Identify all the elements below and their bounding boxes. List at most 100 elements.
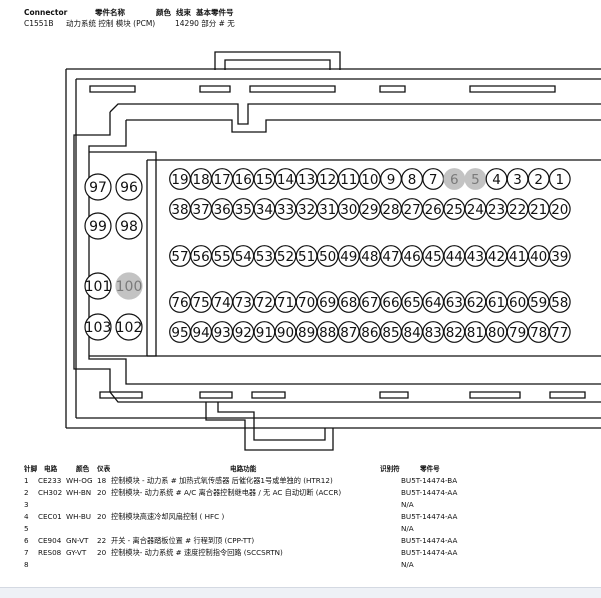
pin-83: 83 bbox=[422, 321, 445, 343]
pin-label: 33 bbox=[277, 202, 294, 218]
pin-label: 55 bbox=[214, 249, 231, 265]
pin-68: 68 bbox=[337, 291, 360, 313]
pin-9: 9 bbox=[380, 168, 402, 190]
pin-19: 19 bbox=[169, 168, 191, 190]
pin-label: 98 bbox=[120, 219, 138, 235]
pin-label: 46 bbox=[404, 249, 421, 265]
pin-label: 59 bbox=[530, 295, 547, 311]
pin-92: 92 bbox=[232, 321, 255, 343]
pin-label: 18 bbox=[193, 172, 210, 188]
pin-label: 103 bbox=[85, 320, 112, 336]
pin-21: 21 bbox=[527, 198, 550, 220]
part-number: BU5T-14474-BA bbox=[401, 476, 458, 485]
part-name-value: 动力系统 控制 模块 (PCM) bbox=[66, 19, 156, 28]
pin-label: 52 bbox=[277, 249, 294, 265]
pin-label: 22 bbox=[509, 202, 526, 218]
pin-22: 22 bbox=[506, 198, 529, 220]
pin-60: 60 bbox=[506, 291, 529, 313]
pin-label: 73 bbox=[235, 295, 252, 311]
pin-label: 78 bbox=[530, 325, 547, 341]
pin-55: 55 bbox=[211, 245, 234, 267]
pin-47: 47 bbox=[380, 245, 402, 267]
pin-label: 75 bbox=[193, 295, 210, 311]
pin-label: 15 bbox=[256, 172, 273, 188]
pin-label: 82 bbox=[446, 325, 463, 341]
pin-8: 8 bbox=[401, 168, 424, 190]
pin-102: 102 bbox=[115, 313, 143, 341]
pin-57: 57 bbox=[169, 245, 191, 267]
pin-72: 72 bbox=[253, 291, 276, 313]
pin-label: 94 bbox=[193, 325, 210, 341]
pin-label: 72 bbox=[256, 295, 273, 311]
pin-label: 7 bbox=[429, 172, 438, 188]
pin-label: 17 bbox=[214, 172, 231, 188]
pin-circle bbox=[84, 272, 112, 300]
pin-label: 62 bbox=[467, 295, 484, 311]
pin-number: 2 bbox=[24, 488, 29, 497]
wire-gauge: 22 bbox=[97, 536, 107, 545]
pin-94: 94 bbox=[190, 321, 213, 343]
pin-18: 18 bbox=[190, 168, 213, 190]
pin-number: 1 bbox=[24, 476, 29, 485]
pin-label: 21 bbox=[530, 202, 547, 218]
pin-label: 67 bbox=[361, 295, 378, 311]
part-number: BU5T-14474-AA bbox=[401, 536, 458, 545]
pin-label: 91 bbox=[256, 325, 273, 341]
pin-label: 41 bbox=[509, 249, 526, 265]
pin-label: 51 bbox=[298, 249, 315, 265]
pin-33: 33 bbox=[274, 198, 297, 220]
pin-24: 24 bbox=[464, 198, 487, 220]
pin-label: 56 bbox=[193, 249, 210, 265]
pin-75: 75 bbox=[190, 291, 213, 313]
pin-circle bbox=[115, 173, 143, 201]
pin-circle bbox=[115, 212, 143, 240]
pin-number: 8 bbox=[24, 560, 29, 569]
circuit-code: CEC01 bbox=[38, 512, 62, 521]
pin-label: 58 bbox=[551, 295, 568, 311]
pin-label: 2 bbox=[534, 172, 543, 188]
pin-label: 3 bbox=[513, 172, 522, 188]
part-number: N/A bbox=[401, 524, 414, 533]
pin-7: 7 bbox=[422, 168, 445, 190]
pin-label: 32 bbox=[298, 202, 315, 218]
circuit-function: 控制模块 - 动力系 # 加热式氧传感器 后催化器1号或单独的 (HTR12) bbox=[111, 476, 333, 485]
pin-80: 80 bbox=[485, 321, 508, 343]
color-label: 颜色 bbox=[156, 8, 171, 17]
pin-27: 27 bbox=[401, 198, 424, 220]
pin-label: 9 bbox=[387, 172, 396, 188]
pin-89: 89 bbox=[295, 321, 318, 343]
col-header-pin: 针脚 bbox=[24, 465, 38, 473]
pin-label: 54 bbox=[235, 249, 252, 265]
pin-label: 4 bbox=[492, 172, 501, 188]
connector-id: C1551B bbox=[24, 19, 54, 28]
pin-49: 49 bbox=[337, 245, 360, 267]
col-header-gauge: 仪表 bbox=[97, 465, 111, 473]
pin-48: 48 bbox=[359, 245, 381, 267]
pin-label: 97 bbox=[89, 180, 107, 196]
pin-label: 34 bbox=[256, 202, 273, 218]
pin-3: 3 bbox=[506, 168, 529, 190]
wire-color: GY-VT bbox=[66, 548, 87, 557]
pin-50: 50 bbox=[316, 245, 339, 267]
part-number: N/A bbox=[401, 500, 414, 509]
pin-number: 5 bbox=[24, 524, 29, 533]
pin-label: 50 bbox=[319, 249, 336, 265]
pin-label: 24 bbox=[467, 202, 484, 218]
pin-label: 5 bbox=[471, 172, 480, 188]
pin-circle bbox=[115, 272, 143, 300]
part-number: BU5T-14474-AA bbox=[401, 548, 458, 557]
circuit-code: CE904 bbox=[38, 536, 62, 545]
col-header-color: 颜色 bbox=[76, 465, 90, 473]
pin-6: 6 bbox=[443, 168, 466, 190]
pin-label: 81 bbox=[467, 325, 484, 341]
pin-label: 23 bbox=[488, 202, 505, 218]
pin-67: 67 bbox=[359, 291, 381, 313]
pin-label: 31 bbox=[319, 202, 336, 218]
pin-79: 79 bbox=[506, 321, 529, 343]
pin-4: 4 bbox=[485, 168, 508, 190]
pin-label: 48 bbox=[361, 249, 378, 265]
pin-label: 80 bbox=[488, 325, 505, 341]
pin-label: 83 bbox=[425, 325, 442, 341]
pin-32: 32 bbox=[295, 198, 318, 220]
